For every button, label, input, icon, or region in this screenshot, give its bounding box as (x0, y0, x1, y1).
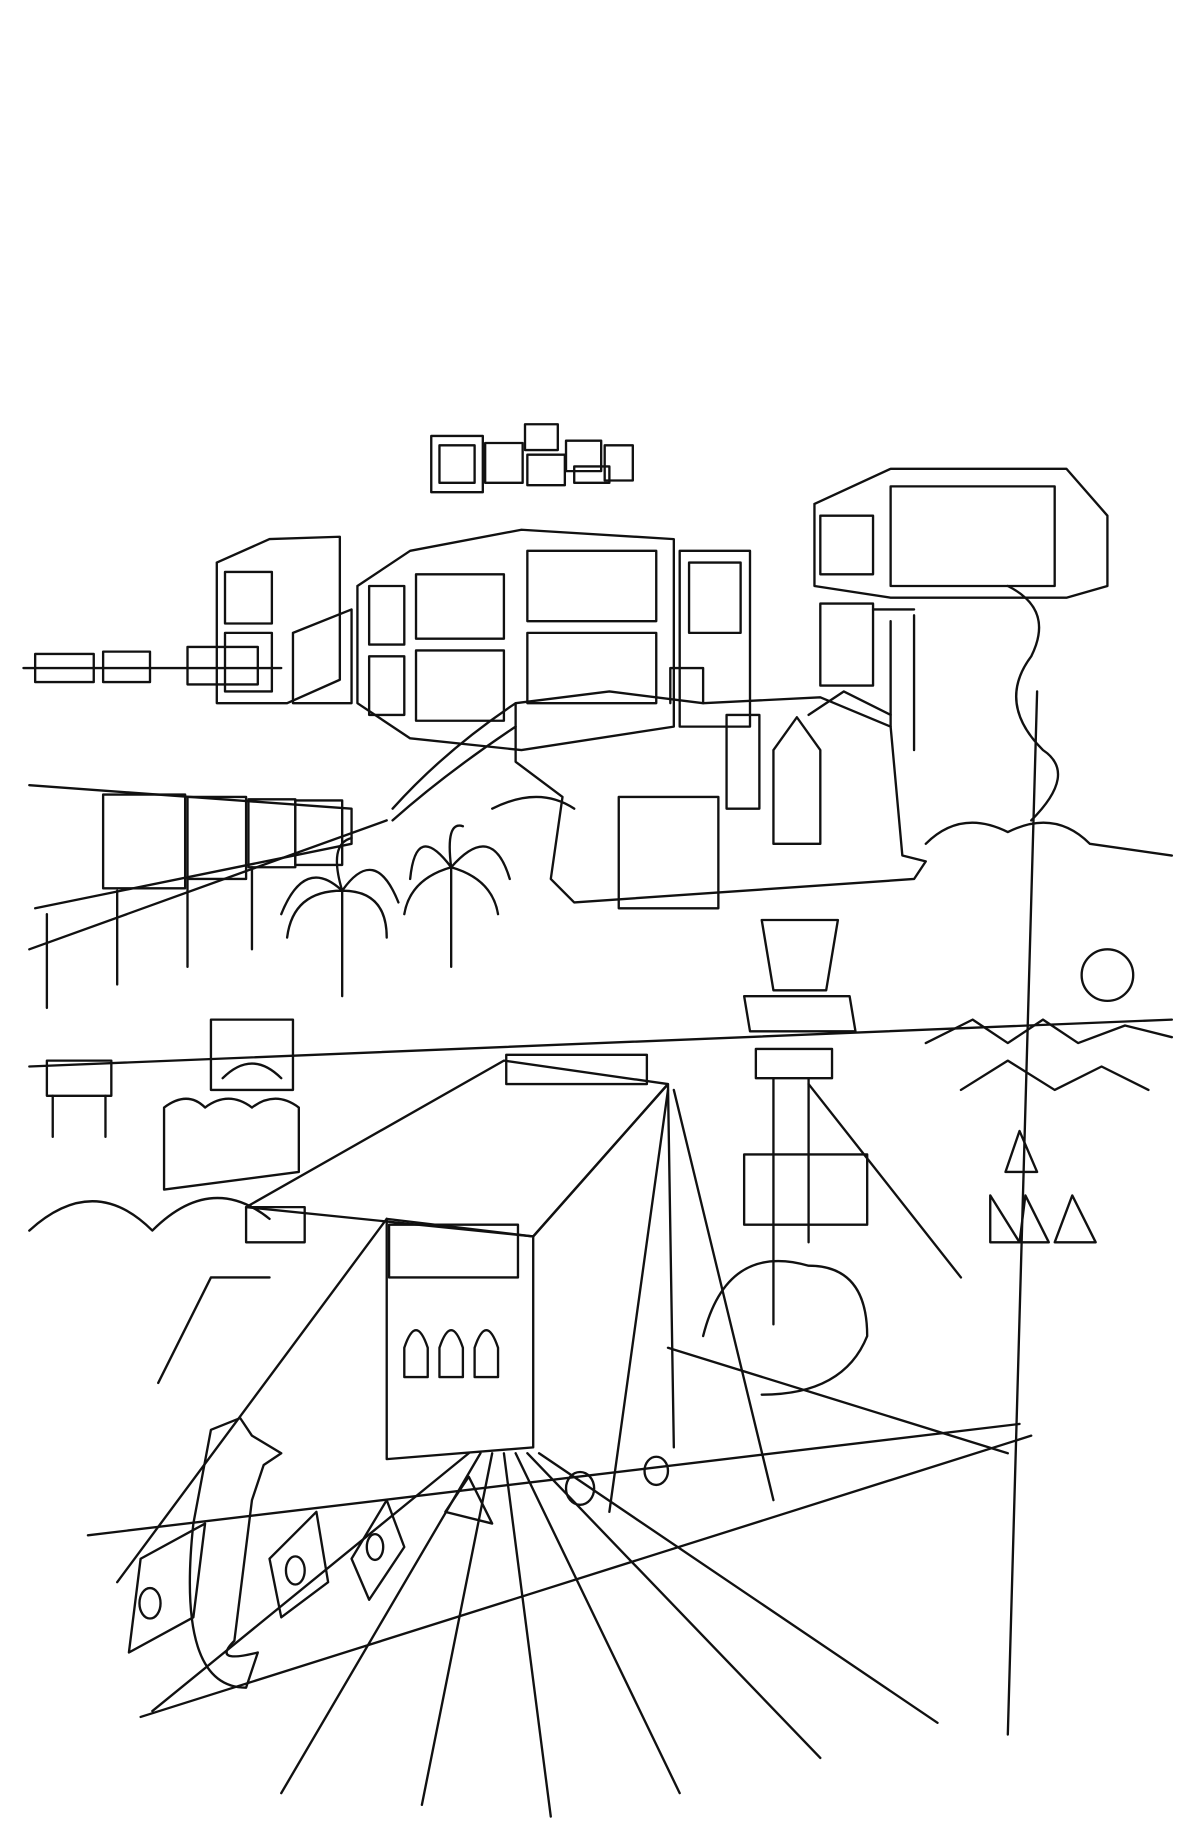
dog-and-kites (127, 1416, 670, 1689)
castle (45, 1018, 300, 1191)
ground-lines (86, 1082, 1033, 1818)
main-building (157, 1053, 675, 1461)
control-tower (742, 918, 869, 1326)
fortress-town (391, 666, 927, 910)
colonnade (28, 784, 388, 1010)
modular-buildings (22, 467, 1109, 752)
floating-boxes (430, 423, 634, 494)
palm-trees (280, 608, 916, 998)
landscape (28, 584, 1174, 1736)
